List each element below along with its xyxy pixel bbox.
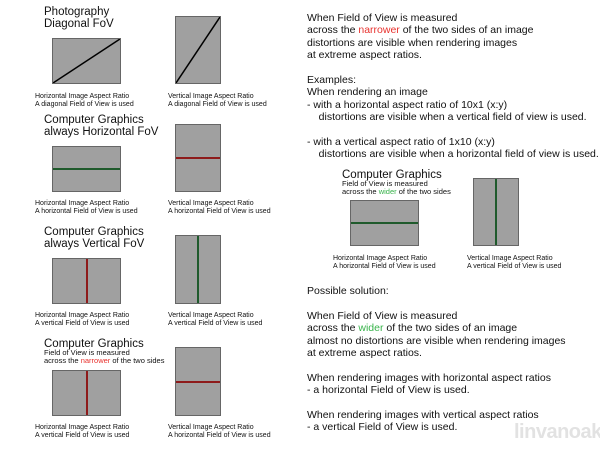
- horizontal-image-box: [350, 200, 419, 246]
- section-subtitle: Diagonal FoV: [44, 18, 114, 30]
- caption: Vertical Image Aspect Ratio: [168, 93, 254, 100]
- watermark: linvanoak: [514, 421, 600, 443]
- horizontal-image-box: [52, 38, 121, 84]
- caption: Horizontal Image Aspect Ratio: [333, 255, 428, 262]
- caption: A vertical Field of View is used: [35, 432, 130, 439]
- solution: Possible solution: When Field of View is…: [307, 285, 566, 434]
- diagonal-fov-line: [176, 17, 220, 83]
- vertical-image-box: [473, 178, 519, 246]
- caption: Horizontal Image Aspect Ratio: [35, 93, 130, 100]
- section-title: Computer Graphics: [44, 338, 144, 350]
- caption: A diagonal Field of View is used: [35, 101, 134, 108]
- vertical-image-box: [175, 347, 221, 416]
- caption: Horizontal Image Aspect Ratio: [35, 312, 130, 319]
- section-title: Computer Graphics: [44, 114, 144, 126]
- section-title: Computer Graphics: [342, 169, 442, 181]
- vertical-fov-line: [85, 259, 88, 303]
- horizontal-image-box: [52, 258, 121, 304]
- explanation: When Field of View is measured across th…: [307, 12, 599, 161]
- section-note: Field of View is measured: [44, 348, 130, 357]
- vertical-image-box: [175, 16, 221, 84]
- section-title: Photography: [44, 6, 110, 18]
- horizontal-fov-line: [176, 380, 220, 383]
- caption: A horizontal Field of View is used: [168, 432, 271, 439]
- caption: Horizontal Image Aspect Ratio: [35, 200, 130, 207]
- caption: Vertical Image Aspect Ratio: [168, 312, 254, 319]
- section-subtitle: always Vertical FoV: [44, 238, 145, 250]
- caption: A horizontal Field of View is used: [35, 208, 138, 215]
- caption: Vertical Image Aspect Ratio: [168, 200, 254, 207]
- horizontal-fov-line: [53, 168, 120, 170]
- caption: A vertical Field of View is used: [168, 320, 263, 327]
- caption: A vertical Field of View is used: [35, 320, 130, 327]
- section-note: across the narrower of the two sides: [44, 356, 165, 365]
- vertical-fov-line: [197, 236, 199, 303]
- caption: Vertical Image Aspect Ratio: [467, 255, 553, 262]
- section-subtitle: always Horizontal FoV: [44, 126, 159, 138]
- horizontal-image-box: [52, 146, 121, 192]
- vertical-image-box: [175, 235, 221, 304]
- horizontal-image-box: [52, 370, 121, 416]
- section-note: across the wider of the two sides: [342, 187, 451, 196]
- caption: Horizontal Image Aspect Ratio: [35, 424, 130, 431]
- caption: Vertical Image Aspect Ratio: [168, 424, 254, 431]
- caption: A vertical Field of View is used: [467, 263, 562, 270]
- horizontal-fov-line: [351, 222, 418, 224]
- caption: A horizontal Field of View is used: [333, 263, 436, 270]
- caption: A horizontal Field of View is used: [168, 208, 271, 215]
- horizontal-fov-line: [176, 157, 220, 159]
- vertical-image-box: [175, 124, 221, 192]
- caption: A diagonal Field of View is used: [168, 101, 267, 108]
- vertical-fov-line: [495, 179, 497, 245]
- diagonal-fov-line: [53, 39, 120, 83]
- section-title: Computer Graphics: [44, 226, 144, 238]
- vertical-fov-line: [85, 371, 88, 415]
- section-note: Field of View is measured: [342, 179, 428, 188]
